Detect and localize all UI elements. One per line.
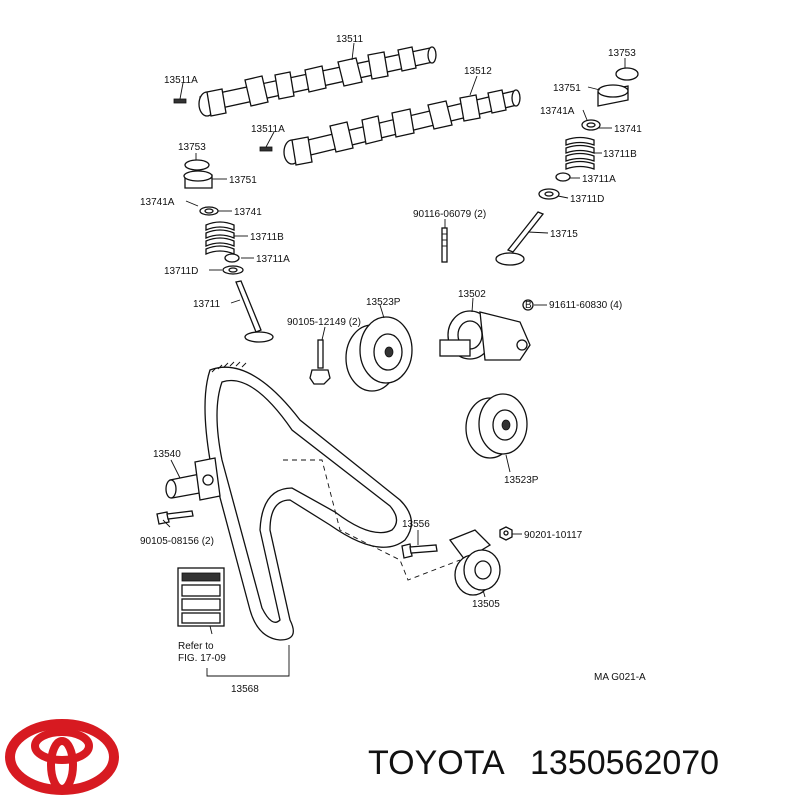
pin-13511A-upper [173, 98, 187, 104]
callout-90105-12149: 90105-12149 (2) [287, 317, 361, 328]
idler-13505 [448, 529, 501, 596]
callout-13711A-right: 13711A [582, 174, 616, 185]
callout-13741-right: 13741 [614, 124, 642, 135]
callout-13711: 13711 [193, 299, 221, 310]
callout-13556: 13556 [402, 519, 430, 530]
pulley-13523P-top [345, 316, 413, 392]
tensioner-13540 [165, 457, 221, 501]
callout-fig-17-09: FIG. 17-09 [178, 653, 226, 664]
callout-13711B-right: 13711B [603, 149, 637, 160]
callout-13711A-left: 13711A [256, 254, 290, 265]
bolt-13556 [401, 543, 438, 559]
callout-90116-06079: 90116-06079 (2) [413, 209, 486, 220]
camshaft-13512 [283, 89, 521, 166]
pin-13511A-lower [259, 146, 273, 152]
callout-labels: 13511 13511A 13512 13511A 13753 13751 13… [140, 34, 646, 695]
part-number: 1350562070 [530, 744, 719, 782]
callout-13511: 13511 [336, 34, 364, 45]
camshaft-13511 [198, 46, 437, 117]
callout-13512: 13512 [464, 66, 492, 77]
valve-stack-left [183, 159, 274, 343]
callout-13753-right: 13753 [608, 48, 636, 59]
valve-stack-right [495, 67, 639, 266]
diagram-code: MA G021-A [594, 672, 646, 683]
toyota-logo [5, 719, 119, 795]
leader-lines [162, 42, 626, 677]
callout-13741A-right: 13741A [540, 106, 575, 117]
callout-13523P-bottom: 13523P [504, 475, 539, 486]
callout-13753-left: 13753 [178, 142, 206, 153]
callout-13523P-top: 13523P [366, 297, 401, 308]
callout-13741-left: 13741 [234, 207, 262, 218]
callout-13751-right: 13751 [553, 83, 581, 94]
bolt-90105-12149 [309, 339, 331, 385]
callout-13711D-right: 13711D [570, 194, 604, 205]
callout-91611-60830: 91611-60830 (4) [549, 300, 622, 311]
bolt-90105-08156 [156, 510, 194, 525]
callout-13505: 13505 [472, 599, 500, 610]
reference-label-card [177, 567, 225, 627]
callout-13540: 13540 [153, 449, 181, 460]
marker-circle-b [522, 299, 534, 311]
callout-91611-marker: B [525, 300, 532, 311]
callout-13502: 13502 [458, 289, 486, 300]
belt-routing-dashed [283, 459, 461, 581]
callout-13715: 13715 [550, 229, 578, 240]
callout-13751-left: 13751 [229, 175, 257, 186]
callout-13568: 13568 [231, 684, 259, 695]
callout-13711D-left: 13711D [164, 266, 198, 277]
nut-90201-10117 [499, 526, 513, 541]
callout-13511A-lower: 13511A [251, 124, 285, 135]
timing-belt-13568 [204, 361, 412, 641]
callout-refer-to: Refer to [178, 641, 214, 652]
cam-housing-13502 [439, 310, 531, 361]
callout-13711B-left: 13711B [250, 232, 284, 243]
callout-90105-08156: 90105-08156 (2) [140, 536, 214, 547]
pulley-13523P-bottom [465, 393, 528, 459]
callout-90201-10117: 90201-10117 [524, 530, 583, 541]
callout-13741A-left: 13741A [140, 197, 175, 208]
stud-90116 [441, 227, 448, 263]
brand-name: TOYOTA [368, 744, 505, 782]
callout-13511A-upper: 13511A [164, 75, 198, 86]
